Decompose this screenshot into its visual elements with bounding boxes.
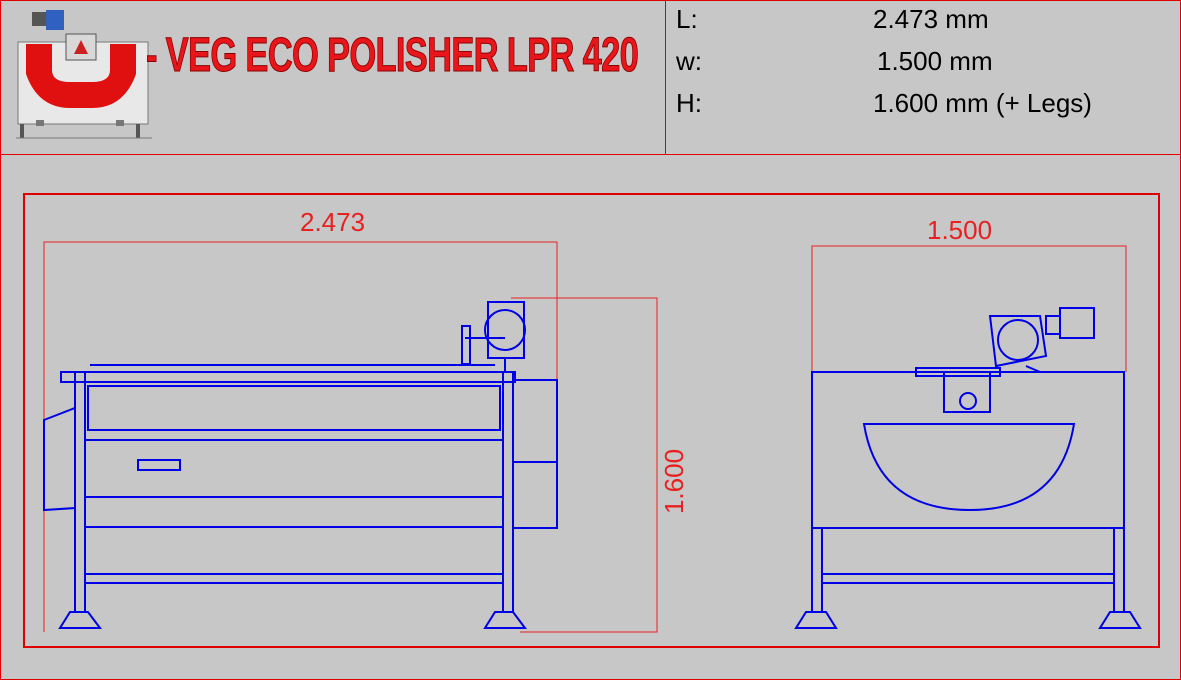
technical-drawing-frame bbox=[23, 193, 1160, 648]
header-divider bbox=[0, 154, 1181, 155]
spec-height-label: H: bbox=[676, 88, 702, 118]
front-view bbox=[43, 301, 558, 629]
header-column-divider bbox=[665, 0, 666, 154]
spec-length-label: L: bbox=[676, 4, 698, 34]
side-view bbox=[794, 307, 1142, 629]
spec-length-value: 2.473 mm bbox=[873, 4, 989, 34]
spec-height-value: 1.600 mm (+ Legs) bbox=[873, 88, 1092, 118]
spec-width-value: 1.500 mm bbox=[877, 46, 993, 76]
spec-width-label: w: bbox=[676, 46, 702, 76]
polisher-machine-thumbnail-icon bbox=[16, 10, 152, 139]
side-width-dimension: 1.500 bbox=[927, 215, 993, 245]
front-length-dimension: 2.473 bbox=[300, 207, 366, 237]
front-height-dimension: 1.600 bbox=[659, 448, 690, 515]
page-title: - VEG ECO POLISHER LPR 420 bbox=[146, 29, 640, 83]
